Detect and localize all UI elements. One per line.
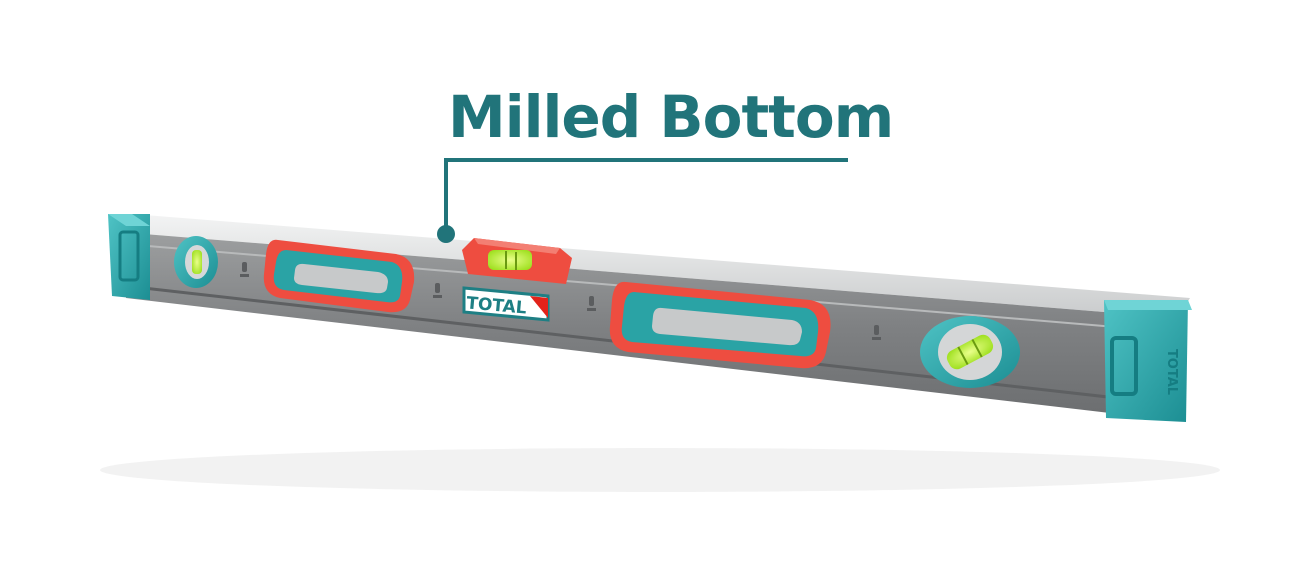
right-handle (609, 281, 831, 369)
left-handle (263, 239, 415, 313)
emboss-mark-3 (587, 296, 596, 311)
emboss-mark-1 (240, 262, 249, 277)
callout-pointer (437, 158, 848, 243)
left-vial (174, 236, 218, 288)
emboss-mark-2 (433, 283, 442, 298)
brand-logo: TOTAL (462, 286, 550, 322)
side-brand-print: TOTAL (1164, 349, 1179, 395)
callout-title: Milled Bottom (448, 83, 894, 151)
right-vial (920, 316, 1020, 388)
drop-shadow (100, 448, 1220, 492)
emboss-mark-4 (872, 325, 881, 340)
center-vial-housing (462, 238, 572, 284)
left-end-cap (108, 214, 150, 300)
right-end-cap: TOTAL (1104, 300, 1192, 422)
level-top-surface (120, 214, 1190, 318)
